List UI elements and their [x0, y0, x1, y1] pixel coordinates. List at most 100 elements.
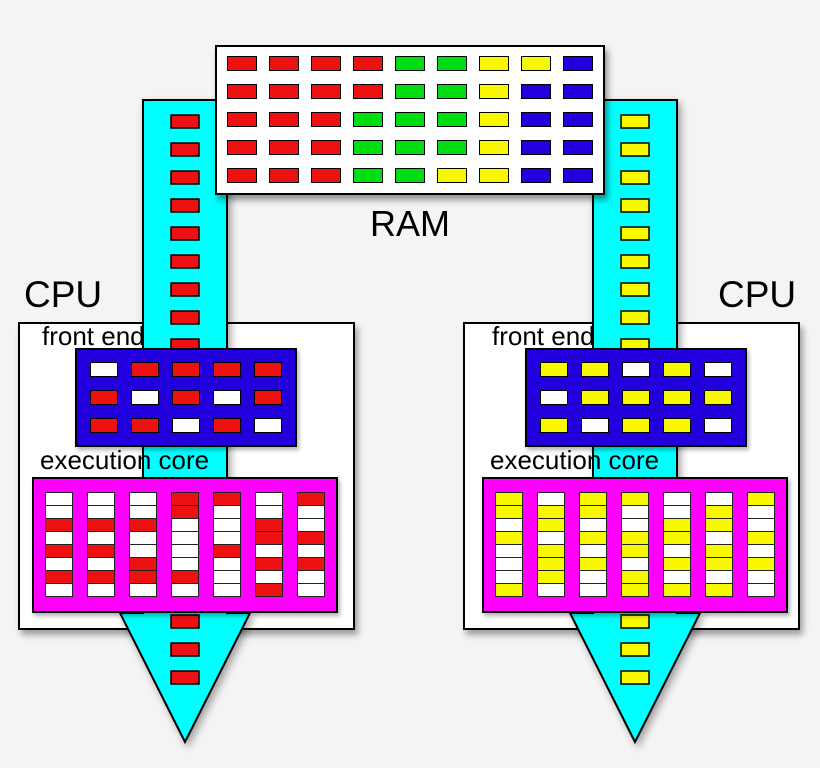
front-end-cell [254, 390, 282, 405]
exec-core-cell [171, 583, 199, 597]
exec-core-cell [297, 570, 325, 584]
exec-core-cell [621, 505, 649, 519]
front-end-cell [131, 418, 159, 433]
instruction-block [620, 198, 650, 213]
exec-core-cell [213, 518, 241, 532]
front-end-cell [131, 362, 159, 377]
ram-cell [227, 84, 257, 99]
ram-cell [311, 56, 341, 71]
exec-core-cell [495, 531, 523, 545]
exec-core-column [255, 492, 283, 597]
ram-box [215, 45, 605, 195]
exec-core-cell [129, 544, 157, 558]
ram-cell [437, 84, 467, 99]
exec-core-cell [537, 492, 565, 506]
exec-core-cell [747, 544, 775, 558]
instruction-block [170, 670, 200, 685]
exec-core-cell [255, 557, 283, 571]
exec-core-cell [213, 531, 241, 545]
front-end-label-left: front end [42, 321, 145, 351]
ram-cell [269, 112, 299, 127]
front-end-cell [213, 362, 241, 377]
exec-core-cell [213, 557, 241, 571]
ram-cell [395, 56, 425, 71]
exec-core-column [297, 492, 325, 597]
exec-core-cell [297, 492, 325, 506]
front-end-cell [172, 390, 200, 405]
front-end-box-left [75, 348, 297, 447]
ram-grid [217, 47, 603, 192]
exec-core-cell [705, 544, 733, 558]
exec-core-cell [579, 518, 607, 532]
exec-core-cell [129, 531, 157, 545]
exec-core-cell [537, 570, 565, 584]
exec-core-cell [705, 531, 733, 545]
exec-core-cell [579, 583, 607, 597]
ram-cell [437, 112, 467, 127]
exec-core-column [213, 492, 241, 597]
exec-core-cell [45, 531, 73, 545]
execution-core-label-right: execution core [490, 445, 660, 475]
front-end-cell [90, 390, 118, 405]
exec-core-cell [663, 544, 691, 558]
exec-core-cell [747, 570, 775, 584]
front-end-cell [622, 390, 650, 405]
exec-core-cell [621, 531, 649, 545]
exec-core-cell [705, 557, 733, 571]
exec-core-cell [129, 492, 157, 506]
exec-core-cell [255, 518, 283, 532]
ram-cell [269, 168, 299, 183]
exec-core-cell [579, 570, 607, 584]
instruction-block [170, 142, 200, 157]
ram-cell [437, 56, 467, 71]
front-end-cell [581, 362, 609, 377]
front-end-cell [254, 418, 282, 433]
front-end-cell [540, 362, 568, 377]
exec-core-cell [621, 570, 649, 584]
exec-core-cell [537, 518, 565, 532]
exec-core-cell [297, 518, 325, 532]
exec-core-cell [747, 557, 775, 571]
exec-core-cell [129, 583, 157, 597]
ram-cell [269, 140, 299, 155]
exec-core-cell [129, 518, 157, 532]
ram-cell [311, 112, 341, 127]
exec-core-cell [129, 570, 157, 584]
ram-cell [395, 168, 425, 183]
exec-core-cell [495, 557, 523, 571]
exec-core-cell [129, 505, 157, 519]
instruction-block [620, 226, 650, 241]
exec-core-cell [747, 505, 775, 519]
ram-cell [269, 84, 299, 99]
exec-core-cell [213, 505, 241, 519]
ram-cell [521, 168, 551, 183]
exec-core-cell [705, 570, 733, 584]
exec-core-cell [171, 531, 199, 545]
exec-core-cell [621, 492, 649, 506]
front-end-cell [622, 418, 650, 433]
ram-cell [479, 140, 509, 155]
instruction-block [620, 170, 650, 185]
exec-core-cell [579, 557, 607, 571]
exec-core-cell [255, 531, 283, 545]
instruction-block [620, 114, 650, 129]
exec-core-cell [495, 505, 523, 519]
ram-cell [521, 84, 551, 99]
exec-core-cell [621, 544, 649, 558]
exec-core-column [537, 492, 565, 597]
front-end-cell [663, 362, 691, 377]
execution-core-grid-left [34, 479, 336, 610]
exec-core-cell [255, 570, 283, 584]
instruction-block [170, 114, 200, 129]
front-end-cell [622, 362, 650, 377]
exec-core-cell [45, 583, 73, 597]
ram-cell [311, 84, 341, 99]
exec-core-cell [621, 557, 649, 571]
exec-core-cell [495, 492, 523, 506]
exec-core-cell [537, 583, 565, 597]
front-end-cell [254, 362, 282, 377]
ram-cell [353, 140, 383, 155]
exec-core-cell [579, 531, 607, 545]
exec-core-cell [171, 544, 199, 558]
cpu-label-right: CPU [718, 274, 797, 315]
